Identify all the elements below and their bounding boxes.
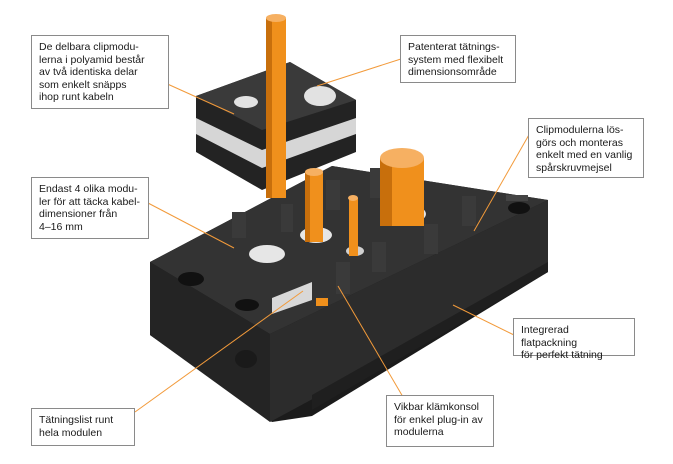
callout-four-modules: Endast 4 olika modu- ler för att täcka k… [31, 177, 149, 239]
callout-patented-sealing: Patenterat tätnings- system med flexibel… [400, 35, 516, 83]
callout-sealing-strip: Tätningslist runt hela modulen [31, 408, 135, 446]
callout-clamp-bracket: Vikbar klämkonsol för enkel plug-in av m… [386, 395, 494, 447]
callout-clip-modules-polyamide: De delbara clipmodu- lerna i polyamid be… [31, 35, 169, 109]
leader-lines [134, 57, 531, 413]
callout-clip-detach: Clipmodulerna lös- görs och monteras enk… [528, 118, 644, 178]
callout-flat-gasket: Integrerad flatpackning för perfekt tätn… [513, 318, 635, 361]
cable-pins [266, 14, 424, 306]
frame-body [150, 166, 548, 422]
